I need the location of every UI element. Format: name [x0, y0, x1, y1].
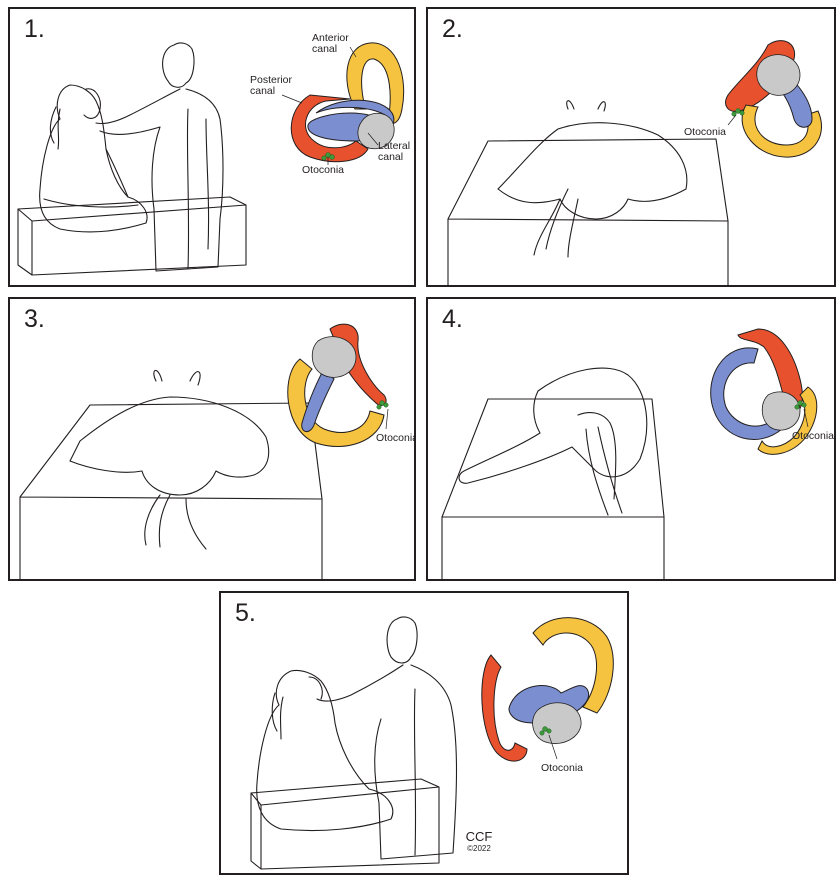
step-number: 5. — [235, 599, 256, 627]
credit-mark-text: CCF — [465, 829, 493, 844]
doctor-figure — [386, 616, 418, 664]
vestibule — [761, 391, 801, 431]
step-number: 4. — [442, 305, 463, 333]
inner-ear-diagram — [287, 323, 389, 447]
step-3-panel: 3. Otoconia — [8, 297, 416, 581]
exam-table — [17, 196, 247, 276]
inner-ear-diagram — [710, 328, 818, 455]
anterior-canal — [741, 104, 822, 158]
posterior-canal-label: Posterior canal — [250, 74, 293, 97]
step-1-panel: 1. — [8, 7, 416, 287]
posterior-canal — [290, 94, 369, 163]
step-2-panel: 2. Otoconia — [426, 7, 836, 287]
otoconia-label: Otoconia — [684, 126, 727, 138]
patient-figure — [39, 84, 148, 233]
anterior-canal — [532, 617, 614, 714]
otoconia-label: Otoconia — [541, 762, 584, 774]
vestibule — [311, 336, 357, 378]
exam-table — [19, 402, 323, 579]
exam-table — [441, 398, 665, 579]
step-3-illustration — [19, 323, 389, 579]
otoconia-label: Otoconia — [376, 432, 416, 444]
otoconia-label: Otoconia — [792, 430, 835, 442]
otoconia-cluster — [731, 108, 745, 117]
step-4-panel: 4. Otoconia — [426, 297, 836, 581]
step-number: 3. — [24, 305, 45, 333]
anterior-canal — [757, 386, 818, 455]
inner-ear-diagram — [725, 40, 822, 158]
anterior-canal-label: Anterior canal — [312, 32, 349, 55]
otoconia-label: Otoconia — [302, 164, 345, 176]
exam-table — [447, 138, 729, 285]
patient-figure — [497, 100, 688, 220]
credit-mark: CCF ©2022 — [459, 829, 499, 853]
patient-figure — [69, 369, 270, 496]
exam-table — [250, 778, 440, 870]
inner-ear-diagram — [481, 617, 614, 762]
otoconia-cluster — [376, 400, 389, 410]
step-2-illustration — [447, 40, 822, 285]
credit-year: ©2022 — [467, 844, 491, 853]
otoconia-cluster — [794, 400, 807, 410]
step-5-illustration — [250, 616, 614, 870]
patient-figure — [256, 669, 394, 832]
step-1-illustration — [17, 42, 405, 276]
vestibule — [532, 702, 582, 744]
lateral-canal-label: Lateral canal — [378, 140, 411, 163]
anterior-canal — [346, 42, 405, 124]
vestibule — [357, 113, 395, 150]
inner-ear-diagram — [281, 42, 405, 165]
step-number: 1. — [24, 15, 45, 43]
step-number: 2. — [442, 15, 463, 43]
posterior-canal — [481, 654, 528, 762]
otoconia-cluster — [539, 726, 552, 736]
vestibule — [756, 54, 801, 96]
step-5-panel: 5. Otoconia CCF ©2022 — [219, 591, 629, 875]
patient-figure — [458, 367, 648, 484]
step-4-illustration — [441, 328, 818, 579]
doctor-figure — [162, 42, 195, 88]
lateral-canal — [301, 368, 335, 432]
